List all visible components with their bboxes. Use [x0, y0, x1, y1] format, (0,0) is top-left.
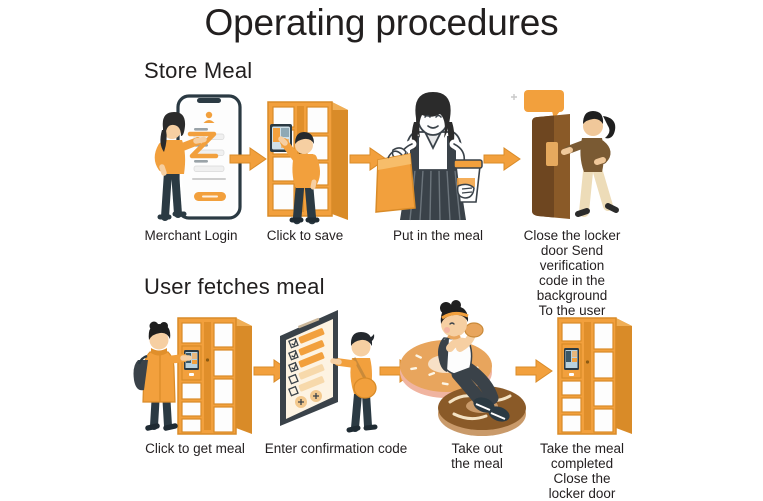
- user-at-locker-illustration: [128, 300, 256, 436]
- person-eating-donut-illustration: [398, 300, 530, 436]
- woman-with-meal-bag-illustration: [370, 90, 498, 222]
- step-caption-click-to-save: Click to save: [266, 228, 344, 243]
- locker-closed-illustration: [540, 306, 644, 436]
- step-caption-put-in-the-meal: Put in the meal: [392, 228, 484, 243]
- locker-save-illustration: [256, 94, 362, 225]
- step-caption-click-to-get-meal: Click to get meal: [145, 441, 245, 456]
- step-caption-enter-confirmation-code: Enter confirmation code: [264, 441, 408, 456]
- arrow-right-icon: [514, 358, 554, 389]
- close-locker-door-illustration: [508, 86, 632, 222]
- step-caption-merchant-login: Merchant Login: [144, 228, 238, 243]
- section-heading-store-meal: Store Meal: [144, 58, 253, 83]
- page-title: Operating procedures: [204, 2, 559, 43]
- step-caption-take-out-the-meal: Take out the meal: [451, 441, 503, 471]
- merchant-login-phone-illustration: [142, 94, 254, 222]
- arrow-right-icon: [228, 146, 268, 177]
- step-caption-take-the-meal-completed: Take the meal completed Close the locker…: [539, 441, 625, 501]
- arrow-right-icon: [482, 146, 522, 177]
- section-heading-user-fetches-meal: User fetches meal: [144, 274, 325, 299]
- tablet-confirmation-code-illustration: [276, 300, 394, 436]
- step-caption-close-locker-door: Close the locker door Send verification …: [523, 228, 621, 318]
